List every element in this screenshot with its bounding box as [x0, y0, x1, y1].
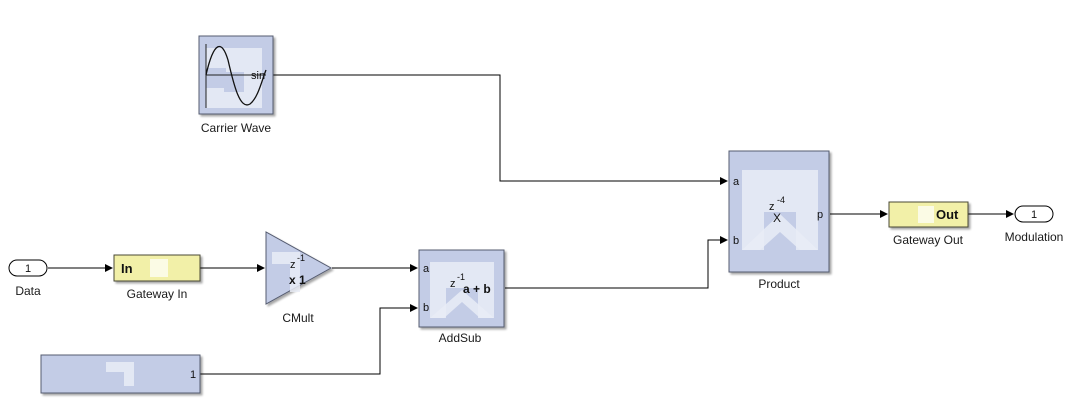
addsub-op: a + b [463, 282, 491, 296]
cmult-block[interactable]: z -1 x 1 CMult [265, 231, 333, 325]
arrow-head-icon [257, 264, 265, 272]
product-port-a: a [733, 176, 740, 188]
arrow-head-icon [105, 264, 113, 272]
cmult-delay: z [290, 259, 296, 271]
product-op: X [773, 211, 781, 225]
product-label: Product [758, 277, 800, 291]
xilinx-logo-icon [430, 262, 494, 318]
carrier-wave-port-out: sin [251, 70, 265, 82]
wire-carrier-to-product-a[interactable] [273, 74, 722, 182]
wire-constant-to-addsub-b[interactable] [200, 307, 412, 375]
cmult-delay-exp: -1 [297, 253, 305, 263]
gateway-in-label: Gateway In [127, 287, 188, 301]
xilinx-logo-icon [106, 362, 134, 386]
data-number: 1 [25, 263, 31, 275]
product-block[interactable]: a b p z -4 X Product [728, 150, 830, 291]
sine-wave-icon [205, 45, 267, 106]
modulation-number: 1 [1031, 209, 1037, 221]
arrow-head-icon [880, 210, 888, 218]
gateway-out-block[interactable]: Out Gateway Out [888, 201, 969, 247]
gateway-in-text: In [121, 261, 133, 276]
addsub-port-b: b [423, 302, 429, 314]
data-inport[interactable]: 1 Data [8, 259, 48, 298]
modulation-outport[interactable]: 1 Modulation [1005, 205, 1064, 244]
gateway-out-text: Out [936, 207, 959, 222]
product-delay-exp: -4 [777, 195, 785, 205]
arrow-head-icon [1006, 210, 1014, 218]
constant-block[interactable]: 1 [40, 354, 201, 394]
wires [48, 74, 1014, 375]
data-label: Data [15, 284, 41, 298]
addsub-port-a: a [423, 263, 430, 275]
xilinx-logo-icon [206, 48, 262, 108]
xilinx-logo-icon [742, 170, 818, 250]
addsub-block[interactable]: a b z -1 a + b AddSub [418, 249, 505, 345]
modulation-label: Modulation [1005, 230, 1064, 244]
cmult-label: CMult [282, 311, 314, 325]
addsub-delay-exp: -1 [457, 272, 465, 282]
gateway-in-block[interactable]: In Gateway In [113, 254, 201, 301]
xilinx-logo-icon [272, 252, 300, 292]
arrow-head-icon [410, 304, 418, 312]
xilinx-logo-icon [918, 206, 934, 223]
product-port-p: p [817, 209, 823, 221]
addsub-delay: z [450, 278, 456, 290]
carrier-wave-label: Carrier Wave [201, 121, 272, 135]
wire-addsub-to-product-b[interactable] [505, 239, 722, 289]
addsub-label: AddSub [439, 331, 482, 345]
carrier-wave-block[interactable]: sin Carrier Wave [198, 35, 274, 135]
arrow-head-icon [720, 177, 728, 185]
xilinx-logo-icon [150, 259, 168, 277]
gateway-out-label: Gateway Out [893, 233, 964, 247]
arrow-head-icon [410, 264, 418, 272]
product-delay: z [769, 201, 775, 213]
constant-value: 1 [190, 369, 196, 381]
product-port-b: b [733, 235, 739, 247]
arrow-head-icon [720, 236, 728, 244]
cmult-gain: x 1 [289, 273, 306, 287]
